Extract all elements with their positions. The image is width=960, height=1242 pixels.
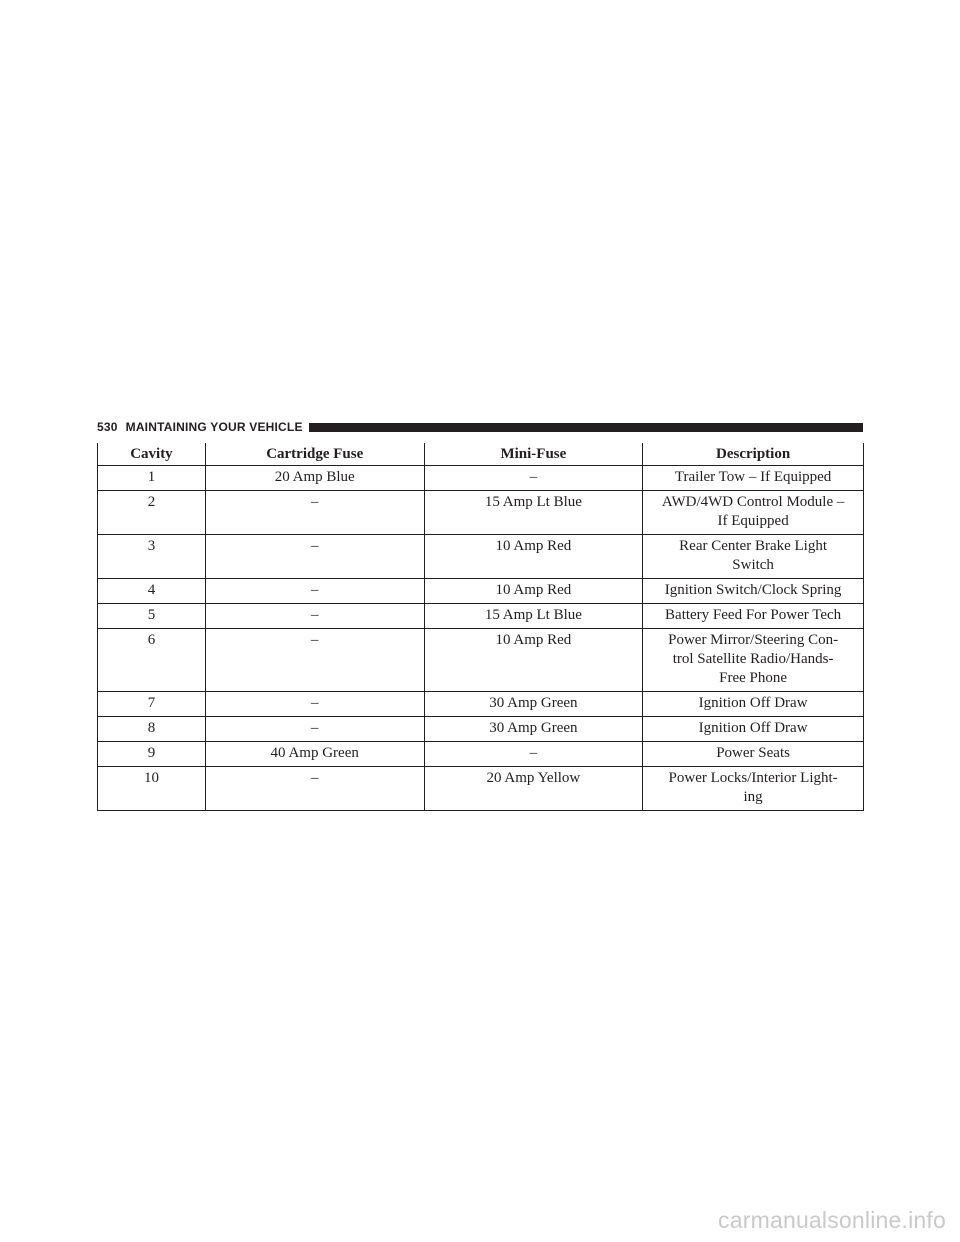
cell-cartridge-fuse: –	[204, 490, 425, 535]
cell-cartridge-fuse: –	[204, 628, 425, 692]
cell-description: Ignition Off Draw	[642, 716, 864, 742]
description-line: Ignition Off Draw	[698, 720, 808, 736]
description-line: trol Satellite Radio/Hands-	[672, 651, 834, 667]
description-line: Ignition Off Draw	[698, 695, 808, 711]
cell-cavity: 7	[147, 695, 156, 711]
table-row: 7 –30 Amp Green Ignition Off Draw	[97, 691, 864, 717]
description-line: Free Phone	[719, 670, 788, 686]
cell-cartridge-fuse: –	[204, 603, 425, 629]
description-line: Rear Center Brake Light	[679, 538, 828, 554]
cell-cartridge-fuse: –	[204, 691, 425, 717]
table-row: 9 40 Amp Green– Power Seats	[97, 741, 864, 767]
cell-cavity: 1	[147, 469, 156, 485]
cell-description: Power Seats	[642, 741, 864, 767]
cell-cavity: 2	[147, 494, 156, 510]
table-row: 1 20 Amp Blue– Trailer Tow – If Equipped	[97, 465, 864, 491]
description-line: Power Mirror/Steering Con-	[668, 632, 839, 648]
cell-mini-fuse: –	[423, 741, 643, 767]
page-header: 530 MAINTAINING YOUR VEHICLE	[97, 419, 863, 435]
column-header-mini-fuse: Mini-Fuse	[423, 443, 643, 466]
cell-description: Power Locks/Interior Light-ing	[642, 766, 864, 811]
cell-cavity: 6	[147, 632, 156, 648]
cell-mini-fuse: 10 Amp Red	[423, 534, 643, 579]
cell-mini-fuse: 20 Amp Yellow	[423, 766, 643, 811]
cell-cavity: 3	[147, 538, 156, 554]
cell-cartridge-fuse: –	[204, 766, 425, 811]
cell-description: Trailer Tow – If Equipped	[642, 465, 864, 491]
cell-description: AWD/4WD Control Module – If Equipped	[642, 490, 864, 535]
description-line: Power Locks/Interior Light-	[668, 770, 838, 786]
description-line: If Equipped	[717, 513, 789, 529]
cell-cartridge-fuse: –	[204, 534, 425, 579]
cell-mini-fuse: 15 Amp Lt Blue	[423, 603, 643, 629]
table-header-row: Cavity Cartridge Fuse Mini-Fuse Descript…	[97, 443, 864, 466]
description-line: ing	[743, 789, 763, 805]
description-line: Switch	[732, 557, 774, 573]
column-header-cavity: Cavity	[97, 443, 206, 466]
cell-cartridge-fuse: –	[204, 578, 425, 604]
cell-cavity: 4	[147, 582, 156, 598]
cell-cartridge-fuse: 20 Amp Blue	[204, 465, 425, 491]
table-row: 4 –10 Amp Red Ignition Switch/Clock Spring	[97, 578, 864, 604]
cell-mini-fuse: 15 Amp Lt Blue	[423, 490, 643, 535]
cell-description: Battery Feed For Power Tech	[642, 603, 864, 629]
cell-mini-fuse: 30 Amp Green	[423, 691, 643, 717]
cell-description: Ignition Off Draw	[642, 691, 864, 717]
description-line: Power Seats	[716, 745, 790, 761]
description-line: Ignition Switch/Clock Spring	[664, 582, 842, 598]
cell-description: Ignition Switch/Clock Spring	[642, 578, 864, 604]
page-number: 530	[97, 420, 118, 434]
cell-mini-fuse: 30 Amp Green	[423, 716, 643, 742]
cell-cavity: 9	[147, 745, 156, 761]
fuse-table: Cavity Cartridge Fuse Mini-Fuse Descript…	[97, 443, 864, 811]
cell-mini-fuse: –	[423, 465, 643, 491]
section-title: MAINTAINING YOUR VEHICLE	[125, 420, 303, 434]
column-header-description: Description	[642, 443, 864, 466]
cell-mini-fuse: 10 Amp Red	[423, 628, 643, 692]
cell-cavity: 5	[147, 607, 156, 623]
table-row: 8 –30 Amp Green Ignition Off Draw	[97, 716, 864, 742]
description-line: Battery Feed For Power Tech	[665, 607, 842, 623]
cell-cartridge-fuse: 40 Amp Green	[204, 741, 425, 767]
cell-cartridge-fuse: –	[204, 716, 425, 742]
description-line: Trailer Tow – If Equipped	[674, 469, 832, 485]
header-rule	[308, 423, 863, 432]
cell-cavity: 8	[147, 720, 156, 736]
cell-mini-fuse: 10 Amp Red	[423, 578, 643, 604]
description-line: AWD/4WD Control Module –	[661, 494, 845, 510]
column-header-cartridge-fuse: Cartridge Fuse	[204, 443, 425, 466]
cell-description: Power Mirror/Steering Con-trol Satellite…	[642, 628, 864, 692]
watermark: carmanualsonline.info	[718, 1207, 946, 1233]
cell-cavity: 10	[143, 770, 159, 786]
table-row: 5 –15 Amp Lt Blue Battery Feed For Power T…	[97, 603, 864, 629]
